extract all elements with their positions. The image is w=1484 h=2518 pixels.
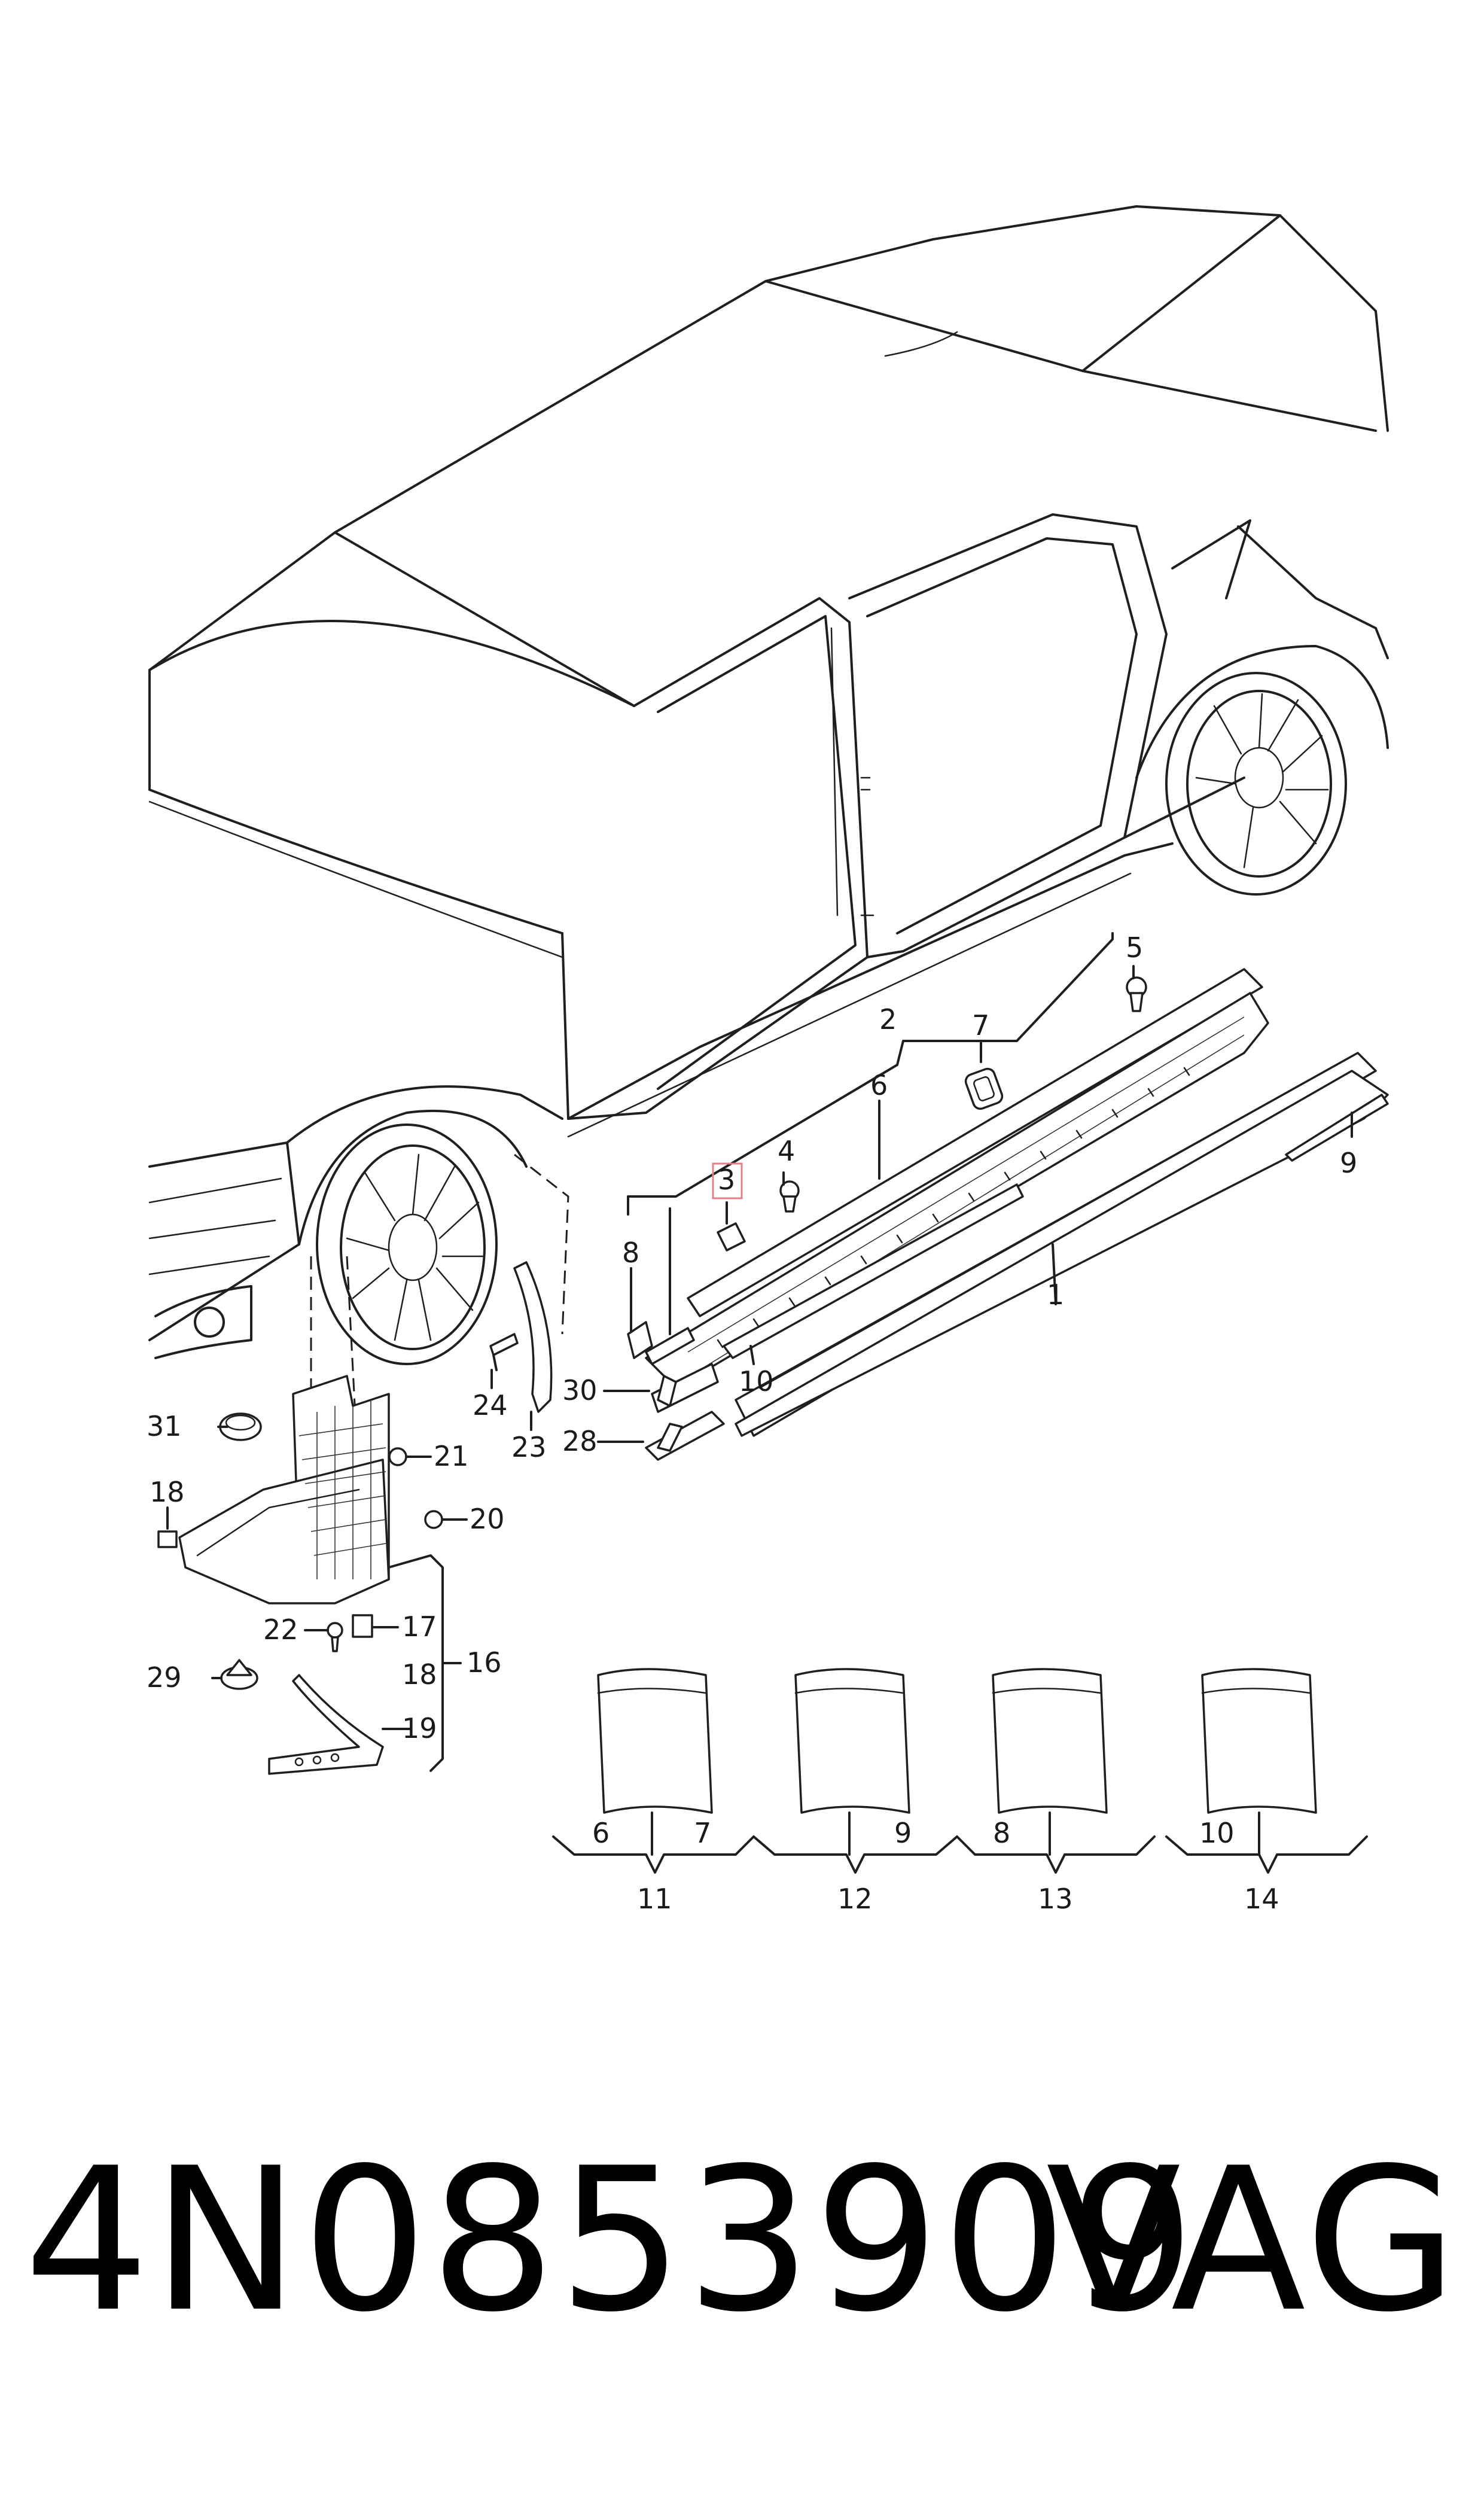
callout-18a[interactable]: 18 — [150, 1476, 185, 1508]
leader-lines — [166, 932, 1368, 1874]
grommet-29 — [220, 1659, 258, 1690]
bracket-30 — [651, 1363, 719, 1413]
kit-11-label[interactable]: 11 — [637, 1883, 672, 1915]
kit-14-label[interactable]: 14 — [1244, 1883, 1279, 1915]
clip-4 — [779, 1180, 800, 1213]
kit-11-content-6[interactable]: 6 — [592, 1817, 610, 1849]
callout-24[interactable]: 24 — [473, 1389, 508, 1421]
callout-3[interactable]: 3 — [718, 1164, 735, 1196]
callout-30[interactable]: 30 — [562, 1374, 598, 1406]
car-body-outline — [148, 205, 1389, 1359]
trim-19 — [268, 1674, 384, 1775]
kit-11-content-7[interactable]: 7 — [694, 1817, 711, 1849]
bolt-20 — [424, 1510, 443, 1529]
kit-12-label[interactable]: 12 — [837, 1883, 873, 1915]
callout-20[interactable]: 20 — [470, 1503, 505, 1535]
callout-1[interactable]: 1 — [1047, 1278, 1064, 1311]
callout-22[interactable]: 22 — [263, 1613, 298, 1646]
part-number: 4N0853909 — [24, 2126, 1198, 2355]
wheel-housing-liner-16 — [178, 1375, 390, 1604]
callout-29[interactable]: 29 — [147, 1661, 182, 1694]
callout-8a[interactable]: 8 — [622, 1237, 639, 1269]
clip-17 — [352, 1614, 373, 1638]
callout-2[interactable]: 2 — [879, 1003, 897, 1036]
callout-5[interactable]: 5 — [1126, 931, 1143, 964]
bracket-8 — [627, 1321, 695, 1365]
kit-bag-12 — [794, 1668, 910, 1814]
clip-24 — [489, 1333, 519, 1371]
seal-strip-10 — [723, 1183, 1024, 1359]
callout-7a[interactable]: 7 — [972, 1009, 989, 1042]
parts-diagram: 3 1 2 4 5 6 7 8 9 10 16 17 18 18 19 20 2… — [147, 205, 1389, 1915]
trim-strip-9 — [1285, 1094, 1389, 1162]
rear-wheel-drawing — [1135, 645, 1389, 896]
brand: VAG — [1046, 2126, 1460, 2355]
footer: 4N0853909 VAG — [0, 2118, 1484, 2453]
callout-6a[interactable]: 6 — [870, 1069, 888, 1101]
callout-31[interactable]: 31 — [147, 1410, 182, 1442]
callout-4[interactable]: 4 — [778, 1135, 795, 1167]
callout-17[interactable]: 17 — [402, 1610, 437, 1643]
callout-21[interactable]: 21 — [434, 1440, 469, 1472]
sill-panel-6 — [645, 968, 1269, 1389]
callout-19[interactable]: 19 — [402, 1712, 437, 1744]
kit-13-label[interactable]: 13 — [1038, 1883, 1073, 1915]
callout-10a[interactable]: 10 — [739, 1365, 774, 1397]
kit-bag-11 — [597, 1668, 713, 1814]
kit-12-content-9[interactable]: 9 — [894, 1817, 912, 1849]
front-wheel-drawing — [316, 1123, 498, 1365]
bolt-22 — [327, 1622, 343, 1652]
clip-18 — [157, 1530, 178, 1548]
callout-16[interactable]: 16 — [467, 1646, 502, 1679]
kit-13-content-8[interactable]: 8 — [993, 1817, 1010, 1849]
kit-bag-13 — [992, 1668, 1108, 1814]
clip-3 — [717, 1222, 746, 1252]
callout-18b[interactable]: 18 — [402, 1658, 437, 1691]
bolt-21 — [388, 1447, 407, 1466]
kit-14-content-10[interactable]: 10 — [1199, 1817, 1235, 1849]
callout-9a[interactable]: 9 — [1340, 1147, 1357, 1179]
clip-5 — [1126, 976, 1147, 1012]
highlight-box-3 — [712, 1162, 743, 1199]
bracket-28 — [645, 1411, 725, 1461]
callout-28[interactable]: 28 — [562, 1425, 598, 1457]
callout-23[interactable]: 23 — [511, 1431, 547, 1463]
kit-bag-14 — [1201, 1668, 1317, 1814]
sill-moulding-1 — [735, 1052, 1389, 1437]
wheel-arch-trim-23 — [513, 1261, 553, 1413]
cap-7 — [964, 1067, 1004, 1110]
